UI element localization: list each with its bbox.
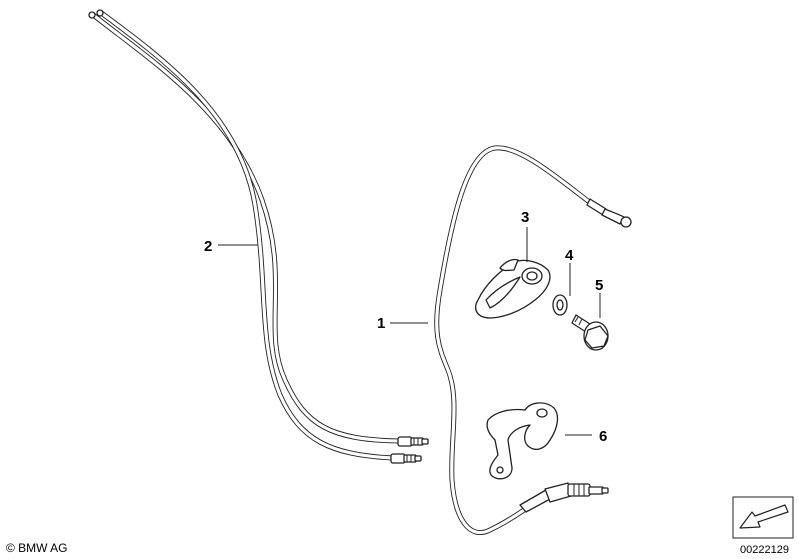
callout-2: 2 <box>204 238 212 255</box>
bracket-part-6[interactable] <box>486 402 559 480</box>
direction-arrow-icon <box>739 504 789 529</box>
screw-part-5[interactable] <box>571 314 609 351</box>
callout-1: 1 <box>377 315 385 332</box>
callout-6: 6 <box>599 428 607 445</box>
cable-end-fitting-upper <box>397 436 429 447</box>
bracket-part-3[interactable] <box>475 258 551 319</box>
cable-1-bottom-end <box>519 482 609 513</box>
copyright-text: © BMW AG <box>6 541 68 555</box>
diagram-number: 00222129 <box>740 544 789 556</box>
callout-5: 5 <box>595 277 603 294</box>
callout-3: 3 <box>521 209 529 226</box>
cable-end-fitting-lower <box>390 453 422 464</box>
cable-1-top-end <box>586 198 632 228</box>
cable-part-1[interactable] <box>434 145 632 535</box>
callout-4: 4 <box>565 247 574 264</box>
diagram-id-box: 00222129 <box>732 496 794 556</box>
cable-part-2[interactable] <box>88 9 429 464</box>
washer-part-4[interactable] <box>552 294 568 316</box>
